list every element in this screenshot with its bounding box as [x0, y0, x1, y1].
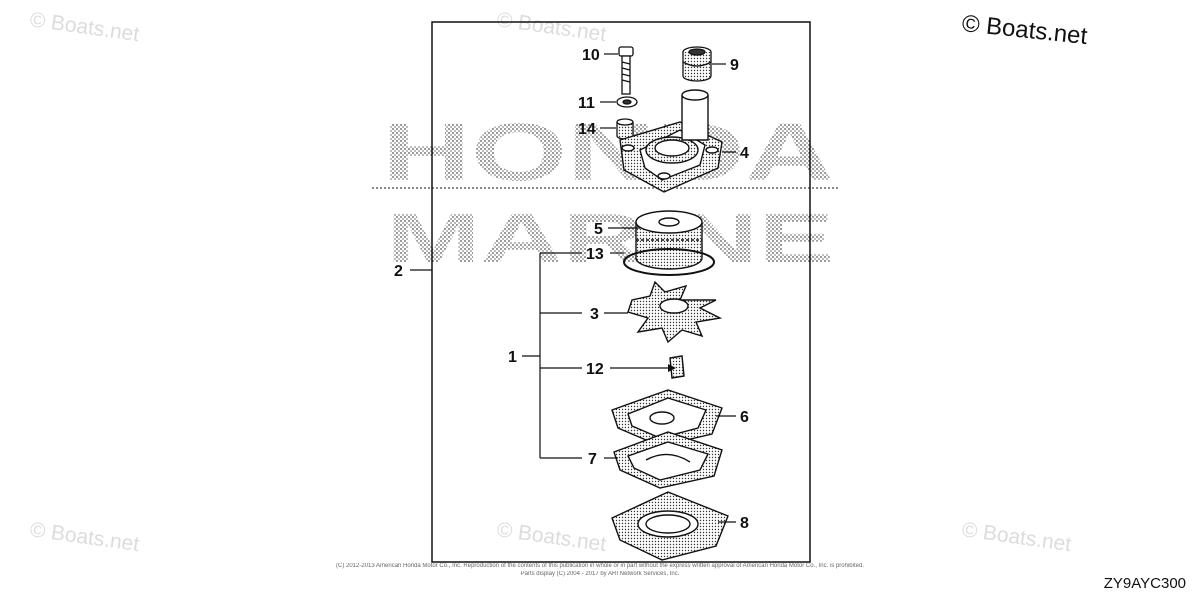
- impeller-part: [627, 280, 723, 344]
- pump-housing-part: [619, 89, 723, 193]
- callout-3: 3: [590, 306, 599, 323]
- callout-14: 14: [578, 121, 596, 138]
- dowel-pin-part: [616, 118, 634, 140]
- upper-gasket-part: [611, 389, 723, 447]
- callout-6: 6: [740, 409, 749, 426]
- callout-2: 2: [394, 263, 403, 280]
- o-ring-part: [623, 248, 715, 276]
- key-part: [669, 355, 685, 379]
- callout-7: 7: [588, 451, 597, 468]
- callout-4: 4: [740, 145, 749, 162]
- callout-8: 8: [740, 515, 749, 532]
- callout-1: 1: [508, 349, 517, 366]
- callout-12: 12: [586, 361, 604, 378]
- callout-5: 5: [594, 221, 603, 238]
- callout-10: 10: [582, 47, 600, 64]
- parts-display-credit: Parts display (C) 2004 - 2017 by ARI Net…: [520, 571, 680, 577]
- callout-11: 11: [578, 95, 595, 112]
- impeller-liner-part: [635, 210, 703, 270]
- copyright-notice: (C) 2012-2013 American Honda Motor Co., …: [336, 563, 864, 569]
- bolt-part: [618, 46, 634, 95]
- grommet-part: [682, 46, 712, 82]
- brand-line1: HONDA: [382, 107, 834, 198]
- key-arrow: [668, 364, 676, 372]
- assembly-frame: [431, 21, 811, 563]
- washer-part: [616, 96, 638, 108]
- callout-9: 9: [730, 57, 739, 74]
- diagram-code: ZY9AYC300: [1103, 575, 1186, 592]
- leader-lines: [410, 53, 736, 523]
- lower-gasket-part: [613, 431, 723, 489]
- brand-line2: MARINE: [386, 199, 834, 277]
- seal-plate-gasket-part: [611, 491, 729, 561]
- callout-13: 13: [586, 246, 604, 263]
